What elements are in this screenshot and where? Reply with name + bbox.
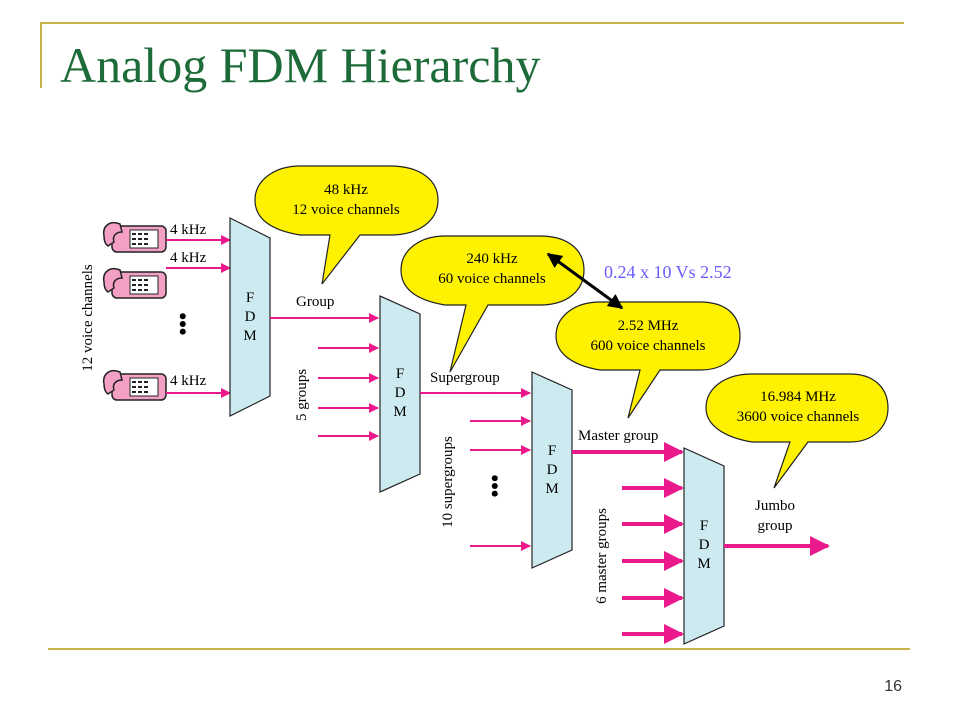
group-output-label: Group [296,294,334,310]
fdm-mux-2-letter-m: M [393,404,406,420]
fdm-mux-1-letter-d: D [245,309,256,325]
fdm-mux-3-letter-m: M [545,481,558,497]
fdm-mux-3-letter-d: D [547,462,558,478]
callout-jumbo-group: 16.984 MHz 3600 voice channels [705,373,889,489]
jumbo-group-label-line1: Jumbo [755,498,795,514]
input-freq-label-2: 4 kHz [170,250,207,266]
slide-frame-bottom [48,648,910,650]
callout-jumbo-line1: 16.984 MHz [760,389,836,405]
slide-frame-top [40,22,904,24]
ellipsis-inputs: ••• [170,312,195,335]
five-groups-label: 5 groups [294,369,310,421]
callout-supergroup: 240 kHz 60 voice channels [400,235,585,373]
callout-supergroup-line1: 240 kHz [466,251,518,267]
slide-frame-left [40,22,42,88]
supergroup-input-lines [470,416,531,551]
ellipsis-supergroups: ••• [482,474,507,497]
telephone-icon-2 [102,268,167,299]
ten-supergroups-label: 10 supergroups [440,436,456,528]
master-group-output-label: Master group [578,428,658,444]
callout-group-line1: 48 kHz [324,182,368,198]
six-master-groups-label: 6 master groups [594,508,610,604]
page-number: 16 [884,678,902,695]
callout-group-line2: 12 voice channels [292,202,400,218]
voice-channels-label: 12 voice channels [80,264,96,372]
callout-master-line2: 600 voice channels [591,338,706,354]
input-lines [166,235,231,398]
fdm-mux-2-letter-d: D [395,385,406,401]
input-freq-label-3: 4 kHz [170,373,207,389]
slide-title: Analog FDM Hierarchy [60,37,541,93]
fdm-mux-1 [229,217,271,417]
callout-jumbo-line2: 3600 voice channels [737,409,860,425]
master-group-input-lines [622,478,684,644]
callout-master-line1: 2.52 MHz [618,318,679,334]
fdm-mux-4-letter-f: F [700,518,708,534]
callout-group: 48 kHz 12 voice channels [254,165,439,285]
jumbo-group-label-line2: group [758,518,793,534]
fdm-mux-4-letter-m: M [697,556,710,572]
callout-master-group: 2.52 MHz 600 voice channels [555,301,741,419]
fdm-mux-1-letter-f: F [246,290,254,306]
fdm-mux-4 [683,447,725,645]
input-freq-label-1: 4 kHz [170,222,207,238]
group-input-lines [318,343,379,441]
fdm-mux-4-letter-d: D [699,537,710,553]
comparison-annotation: 0.24 x 10 Vs 2.52 [604,262,732,282]
telephone-icon-1 [102,222,167,253]
comparison-double-arrow [546,252,624,310]
telephone-icon-3 [102,370,167,401]
fdm-mux-2 [379,295,421,493]
fdm-mux-3-letter-f: F [548,443,556,459]
supergroup-output-label: Supergroup [430,370,500,386]
fdm-mux-1-letter-m: M [243,328,256,344]
fdm-mux-3 [531,371,573,569]
callout-supergroup-line2: 60 voice channels [438,271,546,287]
fdm-mux-2-letter-f: F [396,366,404,382]
